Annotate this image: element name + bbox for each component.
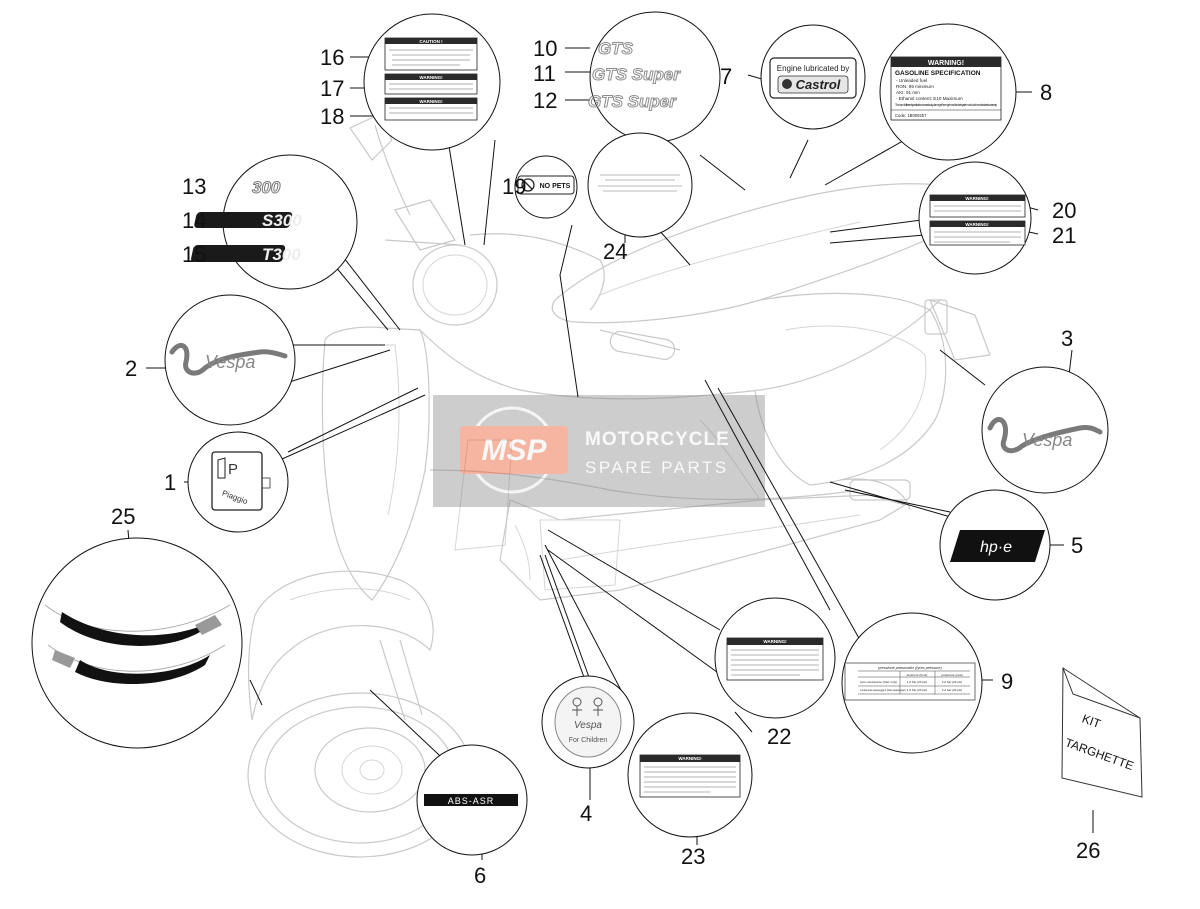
watermark-line2: SPARE PARTS xyxy=(585,458,729,477)
detail-kit-envelope: KIT TARGHETTE xyxy=(1061,667,1143,798)
callout-19: 19 xyxy=(502,174,526,199)
svg-text:The use of different specifica: The use of different specification can s… xyxy=(895,103,997,107)
gts-emblem-2: GTS Super xyxy=(592,65,681,84)
detail-hpe: hp·e xyxy=(939,489,1051,601)
detail-tyre-pressure: pressione pneumatici (tyres pressure) an… xyxy=(841,612,983,754)
for-children-text: For Children xyxy=(569,737,608,744)
detail-castrol: Engine lubricated by Castrol xyxy=(760,24,866,130)
callout-3: 3 xyxy=(1061,326,1073,351)
callout-22: 22 xyxy=(767,724,791,749)
callout-4: 4 xyxy=(580,801,592,826)
svg-text:solo conducente (rider only): solo conducente (rider only) xyxy=(860,680,897,684)
abs-asr-text: ABS-ASR xyxy=(448,796,495,806)
detail-300-badges: 300 S300 T300 xyxy=(191,154,358,290)
callout-10: 10 xyxy=(533,36,557,61)
castrol-brand: Castrol xyxy=(796,77,841,92)
svg-text:WARNING!: WARNING! xyxy=(763,639,787,644)
callout-9: 9 xyxy=(1001,669,1013,694)
tyre-title: pressione pneumatici (tyres pressure) xyxy=(877,666,942,670)
callout-21: 21 xyxy=(1052,223,1076,248)
callout-14: 14 xyxy=(182,208,206,233)
svg-text:Code: 1B009257: Code: 1B009257 xyxy=(895,113,927,118)
callout-23: 23 xyxy=(681,844,705,869)
detail-vespa-front: Vespa xyxy=(164,294,296,426)
svg-text:WARNING!: WARNING! xyxy=(419,99,443,104)
vespa-side-text: Vespa xyxy=(1022,430,1072,450)
watermark-line1: MOTORCYCLE xyxy=(585,429,730,450)
callout-18: 18 xyxy=(320,104,344,129)
detail-warning-labels-seat: WARNING! WARNING! xyxy=(918,161,1032,275)
badge-t300: T300 xyxy=(262,245,301,264)
gts-emblem-1: GTS xyxy=(598,39,634,58)
svg-text:WARNING!: WARNING! xyxy=(678,756,702,761)
badge-s300: S300 xyxy=(262,211,302,230)
svg-text:2,0 bar (29 psi): 2,0 bar (29 psi) xyxy=(942,680,962,684)
callout-15: 15 xyxy=(182,242,206,267)
callout-numbers: 1 2 3 4 5 6 7 8 9 10 11 12 13 14 15 16 1… xyxy=(111,36,1100,888)
callout-12: 12 xyxy=(533,88,557,113)
callout-6: 6 xyxy=(474,863,486,888)
callout-11: 11 xyxy=(533,61,556,86)
detail-caution-labels: CAUTION ! WARNING! WARNING! xyxy=(363,13,501,151)
callout-20: 20 xyxy=(1052,198,1076,223)
watermark-logo-box xyxy=(460,426,568,474)
detail-vespa-side: Vespa xyxy=(981,366,1109,494)
badge-300: 300 xyxy=(252,178,281,197)
detail-gts-emblems: GTS GTS Super GTS Super xyxy=(588,11,721,143)
watermark-logo-text: MSP xyxy=(481,434,547,467)
watermark: MSP MOTORCYCLE SPARE PARTS xyxy=(433,395,765,507)
vespa-front-text: Vespa xyxy=(205,352,255,372)
svg-text:2,2 bar (32 psi): 2,2 bar (32 psi) xyxy=(942,688,962,692)
detail-for-children: Vespa For Children xyxy=(541,675,635,769)
kit-line1: KIT xyxy=(1080,711,1103,731)
svg-text:anteriore (front): anteriore (front) xyxy=(907,673,928,677)
callout-17: 17 xyxy=(320,76,344,101)
svg-text:RON: 95 minimum: RON: 95 minimum xyxy=(896,84,934,89)
detail-no-pets: NO PETS xyxy=(514,155,578,219)
svg-text:1,6 bar (23 psi): 1,6 bar (23 psi) xyxy=(907,680,927,684)
callout-1: 1 xyxy=(164,470,176,495)
callout-8: 8 xyxy=(1040,80,1052,105)
castrol-line1: Engine lubricated by xyxy=(777,64,850,73)
detail-piaggio-badge: P Piaggio xyxy=(187,431,289,533)
callout-26: 26 xyxy=(1076,838,1100,863)
callout-5: 5 xyxy=(1071,533,1083,558)
hpe-text: hp·e xyxy=(980,539,1012,556)
svg-text:Vespa: Vespa xyxy=(574,720,602,731)
svg-text:WARNING!: WARNING! xyxy=(928,60,964,67)
svg-text:P: P xyxy=(228,461,238,478)
callout-13: 13 xyxy=(182,174,206,199)
detail-gasoline-spec: WARNING! GASOLINE SPECIFICATION - Unlead… xyxy=(879,23,1017,161)
svg-text:AKI: 91 min: AKI: 91 min xyxy=(896,90,920,95)
detail-warning-label-22: WARNING! xyxy=(714,597,836,719)
gasoline-title: GASOLINE SPECIFICATION xyxy=(895,70,981,77)
callout-25: 25 xyxy=(111,504,135,529)
callout-16: 16 xyxy=(320,45,344,70)
detail-warning-label-23: WARNING! xyxy=(627,712,753,838)
callout-2: 2 xyxy=(125,356,137,381)
svg-text:CAUTION !: CAUTION ! xyxy=(419,39,443,44)
detail-spark-label xyxy=(587,132,693,238)
detail-abs-asr: ABS-ASR xyxy=(416,744,528,856)
callout-7: 7 xyxy=(720,64,732,89)
svg-text:- Unleaded fuel: - Unleaded fuel xyxy=(896,78,927,83)
svg-text:- Ethanol content: E10 Maximum: - Ethanol content: E10 Maximum xyxy=(896,96,963,101)
svg-text:posteriore (rear): posteriore (rear) xyxy=(941,673,963,677)
svg-text:WARNING!: WARNING! xyxy=(419,75,443,80)
svg-text:conducente+passeggero (rider+p: conducente+passeggero (rider+passenger) xyxy=(860,689,906,692)
callout-24: 24 xyxy=(603,239,627,264)
detail-stripes xyxy=(31,537,243,749)
svg-text:1,6 bar (23 psi): 1,6 bar (23 psi) xyxy=(907,688,927,692)
gts-emblem-3: GTS Super xyxy=(588,92,677,111)
svg-text:WARNING!: WARNING! xyxy=(965,196,989,201)
no-pets-text: NO PETS xyxy=(540,183,571,190)
svg-text:WARNING!: WARNING! xyxy=(965,222,989,227)
